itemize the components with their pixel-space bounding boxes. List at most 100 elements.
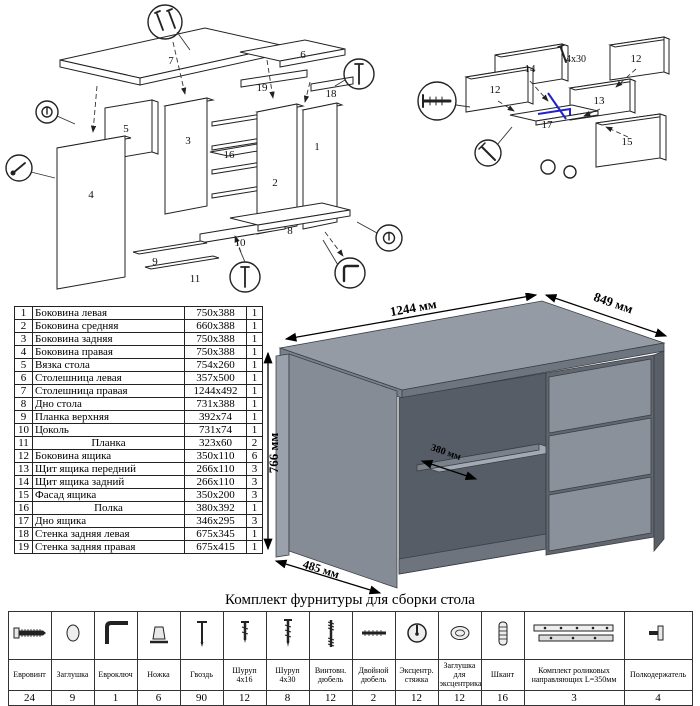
part-name-cell: Столешница правая	[32, 384, 185, 398]
part-name-cell: Боковина левая	[32, 306, 185, 320]
part-size-cell: 350x110	[184, 449, 247, 463]
part-qty-cell: 1	[246, 410, 263, 424]
fastener-callout-circles	[5, 4, 403, 293]
hardware-title: Комплект фурнитуры для сборки стола	[225, 592, 475, 608]
part-qty-cell: 1	[246, 501, 263, 515]
part-number-cell: 6	[14, 371, 33, 385]
hardware-qty-cell: 1	[93, 689, 138, 706]
part-name-cell: Боковина правая	[32, 345, 185, 359]
hardware-icon-cell	[222, 611, 267, 660]
part-label: 16	[224, 149, 236, 161]
part-label: 18	[326, 88, 338, 100]
hex-key-icon	[104, 621, 128, 644]
exploded-diagram-desk: 7 6 19 18 5 3 16 2 1 4 10 8 9 11	[5, 4, 403, 293]
part-size-cell: 392x74	[184, 410, 247, 424]
dimension-labels: 1244 мм 849 мм 766 мм 380 мм 485 мм	[266, 293, 635, 581]
part-number-cell: 15	[14, 488, 33, 502]
desk-body	[275, 300, 666, 589]
hardware-name-cell: Евроключ	[93, 659, 138, 691]
part-name-cell: Дно ящика	[32, 514, 185, 528]
part-qty-cell: 3	[246, 462, 263, 476]
exploded-panels	[56, 27, 354, 290]
part-label: 11	[190, 273, 201, 285]
part-number-cell: 1	[14, 306, 33, 320]
part-number-cell: 14	[14, 475, 33, 489]
part-name-cell: Полка	[32, 501, 185, 515]
part-label: 15	[622, 136, 634, 148]
part-qty-cell: 6	[246, 449, 263, 463]
part-name-cell: Щит ящика задний	[32, 475, 185, 489]
dim-leg-arrow	[274, 559, 382, 595]
screw-long-icon	[283, 619, 292, 647]
part-number-cell: 16	[14, 501, 33, 515]
part-label: 2	[272, 177, 278, 189]
dim-width-label: 1244 мм	[389, 296, 438, 319]
drawer-front-bottom	[548, 476, 652, 552]
part-qty-cell: 1	[246, 527, 263, 541]
part-size-cell: 754x260	[184, 358, 247, 372]
part-label: 7	[168, 55, 174, 67]
runner-highlight-lines	[537, 92, 571, 120]
hardware-qty-row: 24 9 1 6 90 12 8 12 2 12 12 16 3 4	[7, 689, 693, 706]
callout-leader-lines	[30, 31, 378, 266]
double-dowel-icon	[361, 630, 386, 636]
euroscrew-icon	[13, 627, 46, 639]
part-name-cell: Планка	[32, 436, 185, 450]
dim-shelf-arrow	[420, 459, 478, 481]
part-qty-cell: 2	[246, 436, 263, 450]
part-number-cell: 13	[14, 462, 33, 476]
dimension-lines	[263, 293, 668, 595]
part-number-cell: 2	[14, 319, 33, 333]
part-size-cell: 750x388	[184, 332, 247, 346]
hardware-icon-cell	[351, 611, 396, 660]
part-label: 3	[185, 135, 191, 147]
part-size-cell: 1244x492	[184, 384, 247, 398]
part-name-cell: Столешница левая	[32, 371, 185, 385]
part-label: 12	[490, 84, 501, 96]
nail-icon	[196, 621, 207, 647]
hardware-qty-cell: 12	[437, 689, 482, 706]
part-size-cell: 350x200	[184, 488, 247, 502]
drawer-front-middle	[548, 417, 652, 493]
hardware-icon-cell	[93, 611, 138, 660]
hardware-icon-cell	[623, 611, 693, 660]
part-number-cell: 3	[14, 332, 33, 346]
hardware-name-cell: Заглушка	[50, 659, 95, 691]
part-size-cell: 675x345	[184, 527, 247, 541]
screw-size-note: 4x30	[566, 54, 586, 65]
threaded-dowel-icon	[327, 620, 334, 647]
hardware-qty-cell: 3	[523, 689, 625, 706]
hardware-icon-cell	[308, 611, 353, 660]
part-size-cell: 660x388	[184, 319, 247, 333]
foot-icon	[149, 626, 168, 644]
part-label: 1	[314, 141, 320, 153]
part-number-cell: 7	[14, 384, 33, 398]
part-qty-cell: 1	[246, 332, 263, 346]
drawer-part-labels: 14 12 12 13 17 15 4x30	[490, 53, 642, 148]
hardware-name-cell: Эксцентр. стяжка	[394, 659, 439, 691]
part-qty-cell: 1	[246, 540, 263, 554]
callout-screw-circle	[474, 139, 502, 167]
part-number-cell: 5	[14, 358, 33, 372]
cam-lock-icon	[406, 623, 427, 643]
hardware-icon-cell	[50, 611, 95, 660]
part-qty-cell: 1	[246, 397, 263, 411]
part-size-cell: 750x388	[184, 345, 247, 359]
callout-cam-circle	[35, 100, 59, 124]
callout-euroscrew-circle	[417, 81, 457, 121]
part-qty-cell: 1	[246, 384, 263, 398]
connector-mark-circle	[540, 159, 556, 175]
callout-screw-circle	[343, 58, 375, 90]
callout-cam-circle	[375, 224, 403, 252]
